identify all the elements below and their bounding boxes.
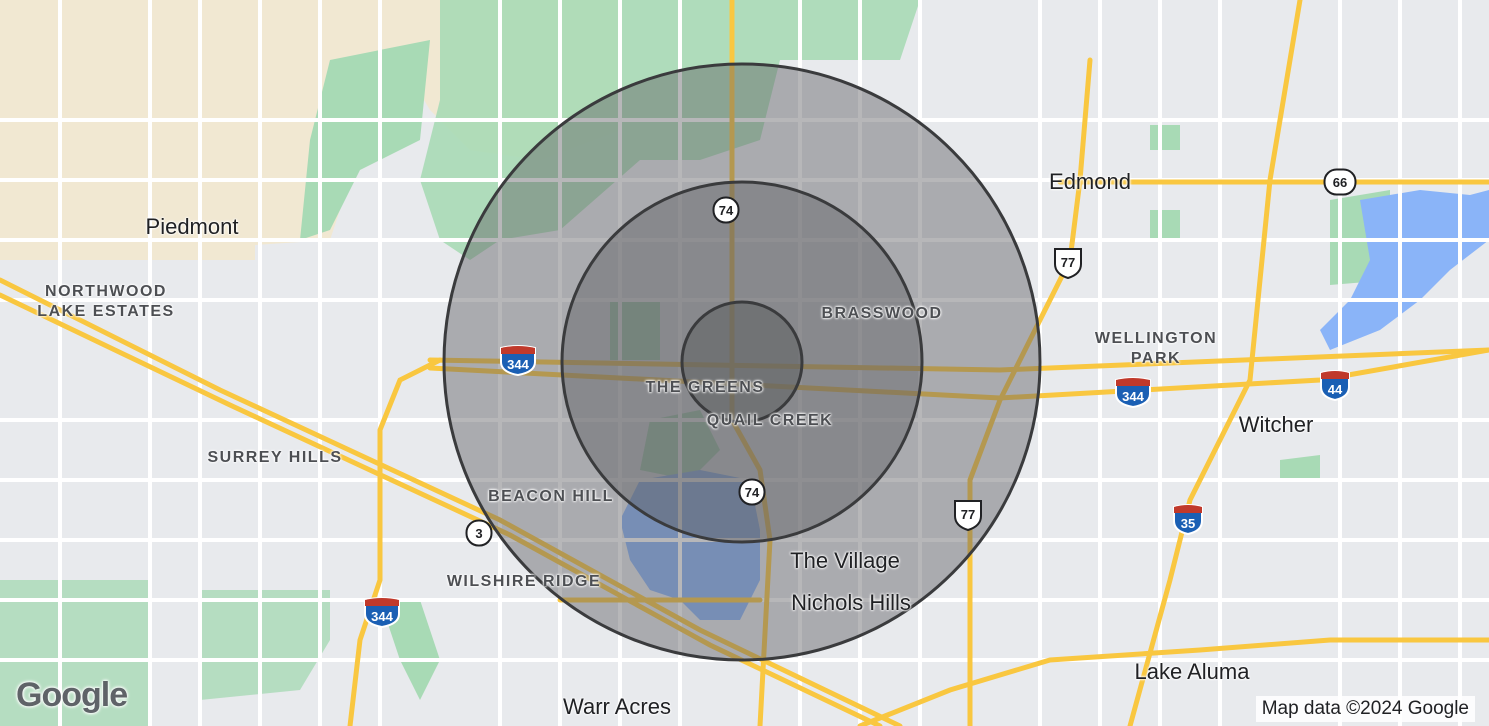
neighborhood-label-wellington-park: WELLINGTON PARK bbox=[1094, 330, 1218, 367]
highway-shield-us-77-south: 77 bbox=[954, 500, 982, 532]
svg-text:77: 77 bbox=[1061, 255, 1075, 270]
neighborhood-label-brasswood: BRASSWOOD bbox=[821, 305, 943, 322]
neighborhood-label-northwood-lake-estates: NORTHWOOD LAKE ESTATES bbox=[37, 283, 175, 320]
highway-shield-state-74-south: 74 bbox=[738, 478, 766, 506]
city-label-the-village: The Village bbox=[790, 548, 900, 573]
svg-text:3: 3 bbox=[475, 526, 482, 541]
neighborhood-label-the-greens: THE GREENS bbox=[645, 379, 765, 396]
city-label-edmond: Edmond bbox=[1049, 169, 1131, 194]
svg-text:74: 74 bbox=[745, 485, 760, 500]
map-attribution[interactable]: Map data ©2024 Google bbox=[1255, 696, 1475, 722]
highway-shield-interstate-35: 35 bbox=[1173, 504, 1203, 535]
svg-text:35: 35 bbox=[1181, 516, 1195, 531]
city-label-witcher: Witcher bbox=[1238, 412, 1314, 437]
svg-text:77: 77 bbox=[961, 507, 975, 522]
highway-shield-interstate-344-west: 344 bbox=[500, 345, 536, 376]
google-logo[interactable]: Google bbox=[16, 676, 128, 714]
neighborhood-label-wilshire-ridge: WILSHIRE RIDGE bbox=[446, 573, 602, 590]
city-label-piedmont: Piedmont bbox=[145, 214, 239, 239]
highway-shield-state-66: 66 bbox=[1323, 168, 1357, 196]
highway-shield-state-3: 3 bbox=[465, 519, 493, 547]
radius-ring-inner bbox=[680, 300, 804, 424]
city-label-nichols-hills: Nichols Hills bbox=[791, 590, 911, 615]
svg-text:344: 344 bbox=[507, 357, 529, 372]
highway-shield-interstate-344-southwest: 344 bbox=[364, 597, 400, 628]
svg-text:74: 74 bbox=[719, 203, 734, 218]
highway-shield-interstate-344-east: 344 bbox=[1115, 377, 1151, 408]
highway-shield-state-74-north: 74 bbox=[712, 196, 740, 224]
highway-shield-us-77-north: 77 bbox=[1054, 248, 1082, 280]
neighborhood-label-surrey-hills: SURREY HILLS bbox=[207, 449, 343, 466]
svg-text:344: 344 bbox=[371, 609, 393, 624]
neighborhood-label-quail-creek: QUAIL CREEK bbox=[706, 412, 834, 429]
svg-text:344: 344 bbox=[1122, 389, 1144, 404]
highway-shield-interstate-44: 44 bbox=[1320, 370, 1350, 401]
city-label-lake-aluma: Lake Aluma bbox=[1134, 659, 1250, 684]
neighborhood-label-beacon-hill: BEACON HILL bbox=[488, 488, 614, 505]
city-label-warr-acres: Warr Acres bbox=[563, 694, 671, 719]
svg-text:66: 66 bbox=[1333, 175, 1347, 190]
svg-text:44: 44 bbox=[1328, 382, 1343, 397]
